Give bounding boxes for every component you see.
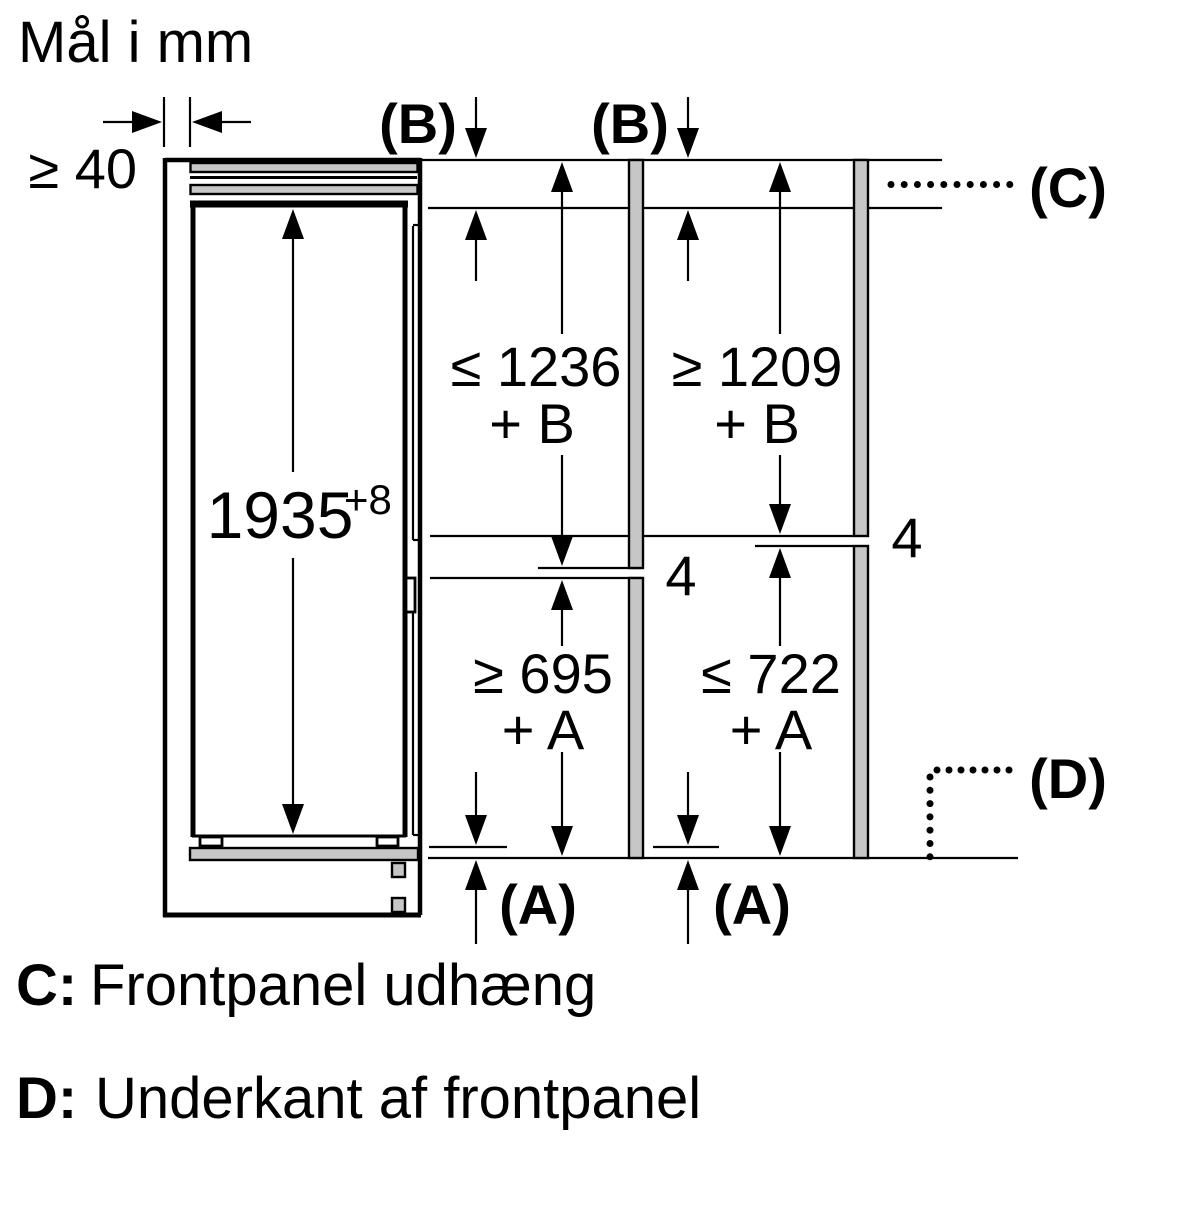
front-panel-left-lower xyxy=(627,576,645,860)
right-lower-panel-dimension: ≤ 722 + A xyxy=(701,548,841,856)
left-upper-panel-dimension: ≤ 1236 + B xyxy=(451,162,622,566)
left-lower-panel-value: ≥ 695 xyxy=(473,642,613,705)
legend-d-key: D: xyxy=(16,1066,77,1131)
top-gap-dimension-left: (B) xyxy=(379,92,487,281)
arrowhead-up-icon xyxy=(465,860,487,890)
dotted-leader-line xyxy=(926,766,1013,861)
front-panels xyxy=(627,158,870,860)
top-front-panel-strip xyxy=(189,161,419,174)
arrowhead-down-icon xyxy=(677,815,699,845)
bottom-gap-dimension-left: (A) xyxy=(465,772,577,944)
arrowhead-up-icon xyxy=(677,210,699,240)
arrowhead-left-icon xyxy=(192,111,222,133)
arrowhead-right-icon xyxy=(132,111,162,133)
right-upper-panel-term: + B xyxy=(714,392,800,455)
arrowhead-up-icon xyxy=(769,548,791,578)
overhang-leader: (C) xyxy=(887,156,1107,219)
front-panel-right-upper xyxy=(852,158,870,538)
appliance-foot-left xyxy=(198,835,224,848)
arrowhead-up-icon xyxy=(769,162,791,192)
wall-clearance-value: ≥ 40 xyxy=(28,137,137,200)
arrowhead-up-icon xyxy=(551,580,573,610)
appliance-door-edge xyxy=(404,223,420,837)
bottom-gap-label-right: (A) xyxy=(713,873,791,936)
panel-gap-right-value: 4 xyxy=(891,506,922,569)
cabinet-cross-section xyxy=(162,157,423,918)
legend-c-key: C: xyxy=(16,953,77,1018)
fixing-block-lower xyxy=(390,896,407,914)
second-front-panel-strip xyxy=(189,183,419,196)
arrowhead-down-icon xyxy=(465,128,487,158)
arrowhead-down-icon xyxy=(551,826,573,856)
page-title: Mål i mm xyxy=(18,10,253,75)
plinth-panel xyxy=(188,846,420,862)
arrowhead-down-icon xyxy=(677,128,699,158)
left-lower-panel-term: + A xyxy=(502,698,585,761)
top-gap-label-right: (B) xyxy=(591,92,669,155)
appliance-foot-right xyxy=(375,835,400,848)
right-lower-panel-value: ≤ 722 xyxy=(701,642,841,705)
arrowhead-down-icon xyxy=(769,504,791,534)
fixing-block-upper xyxy=(390,861,407,879)
niche-height-value: 1935 xyxy=(207,478,354,552)
panel-gap-left-value: 4 xyxy=(665,544,696,607)
bottom-gap-label-left: (A) xyxy=(499,873,577,936)
arrowhead-down-icon xyxy=(769,826,791,856)
arrowhead-up-icon xyxy=(282,209,304,239)
top-gap-label-left: (B) xyxy=(379,92,457,155)
overhang-label: (C) xyxy=(1029,156,1107,219)
legend: C: Frontpanel udhæng D: Underkant af fro… xyxy=(16,953,701,1131)
legend-c-text: Frontpanel udhæng xyxy=(90,953,596,1018)
arrowhead-down-icon xyxy=(551,536,573,566)
arrowhead-down-icon xyxy=(465,815,487,845)
door-hinge-tab xyxy=(404,576,417,614)
niche-height-tolerance: +8 xyxy=(344,476,392,523)
arrowhead-up-icon xyxy=(551,162,573,192)
legend-d-text: Underkant af frontpanel xyxy=(95,1066,701,1131)
niche-height-dimension: 1935 +8 xyxy=(207,209,392,834)
left-lower-panel-dimension: ≥ 695 + A xyxy=(473,580,613,856)
bottom-gap-dimension-right: (A) xyxy=(677,772,791,944)
panel-bottom-leader: (D) xyxy=(926,747,1107,861)
dotted-leader-line xyxy=(887,181,1014,188)
left-upper-panel-term: + B xyxy=(489,392,575,455)
panel-bottom-label: (D) xyxy=(1029,747,1107,810)
right-lower-panel-term: + A xyxy=(730,698,813,761)
wall-clearance-dimension: ≥ 40 xyxy=(28,97,251,200)
arrowhead-up-icon xyxy=(677,860,699,890)
right-upper-panel-value: ≥ 1209 xyxy=(672,335,843,398)
front-panel-left-upper xyxy=(627,158,645,570)
left-upper-panel-value: ≤ 1236 xyxy=(451,335,622,398)
top-gap-dimension-right: (B) xyxy=(591,92,699,281)
front-panel-right-lower xyxy=(852,544,870,860)
arrowhead-up-icon xyxy=(465,210,487,240)
arrowhead-down-icon xyxy=(282,804,304,834)
right-upper-panel-dimension: ≥ 1209 + B xyxy=(672,162,843,534)
